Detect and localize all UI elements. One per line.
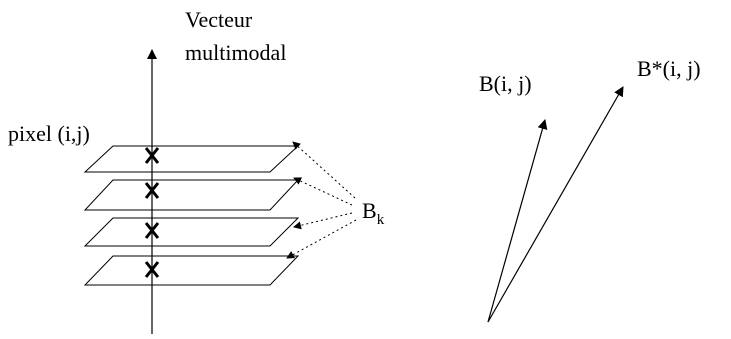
pixel-marker-4 bbox=[144, 261, 160, 278]
band-label: Bk bbox=[362, 198, 385, 228]
band-plane-3 bbox=[83, 217, 300, 247]
band-label-sub: k bbox=[377, 212, 385, 228]
axis-label-line2: multimodal bbox=[185, 40, 286, 65]
band-pointer-2 bbox=[293, 177, 353, 206]
pixel-marker-1 bbox=[144, 147, 160, 164]
pixel-marker-2 bbox=[144, 182, 160, 199]
vector-b-star-label: B*(i, j) bbox=[637, 56, 701, 81]
band-plane-2 bbox=[83, 179, 300, 211]
band-pointer-4 bbox=[286, 219, 357, 259]
left-diagram: Vecteur multimodal pixel (i,j) Bk bbox=[8, 7, 385, 334]
right-diagram: B(i, j) B*(i, j) bbox=[479, 56, 701, 323]
vector-b-arrow bbox=[487, 119, 548, 323]
band-pointer-1 bbox=[292, 141, 356, 199]
axis-label-line1: Vecteur bbox=[185, 7, 253, 32]
pixel-marker-3 bbox=[144, 222, 160, 239]
band-label-base: B bbox=[362, 198, 377, 223]
pixel-label: pixel (i,j) bbox=[8, 121, 90, 146]
vector-b-label: B(i, j) bbox=[479, 71, 532, 96]
band-plane-1 bbox=[83, 145, 300, 173]
vector-b-star-arrow bbox=[487, 86, 624, 323]
band-pointer-3 bbox=[293, 212, 353, 230]
band-plane-4 bbox=[83, 255, 300, 286]
